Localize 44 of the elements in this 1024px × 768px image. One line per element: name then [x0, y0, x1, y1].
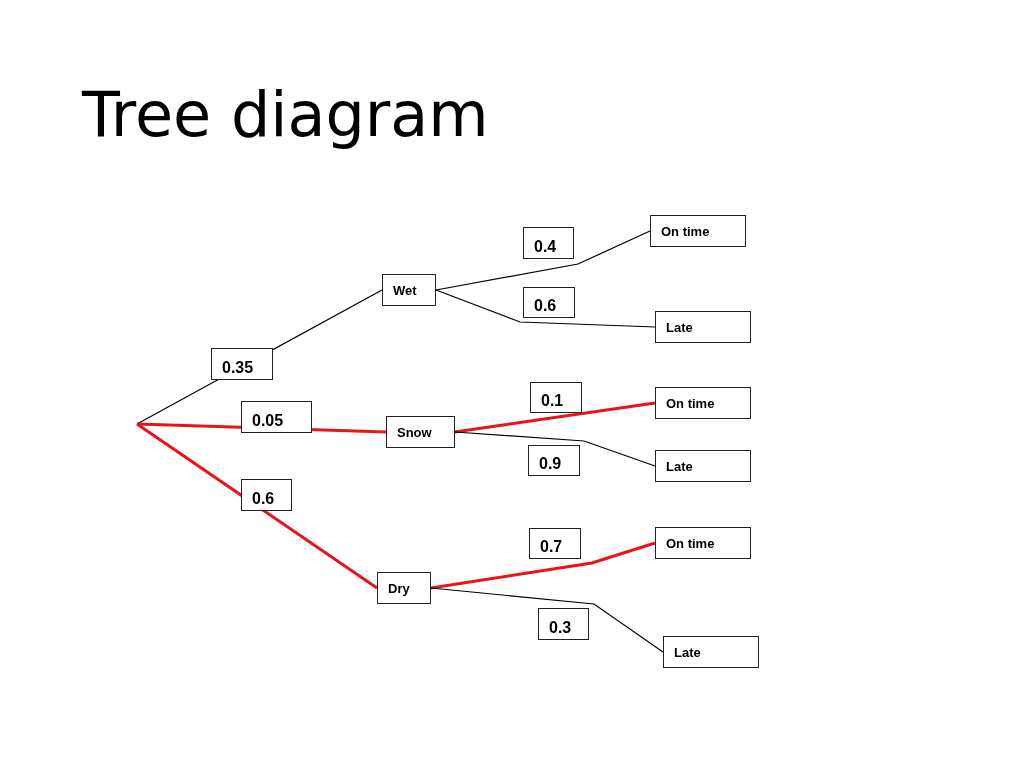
probability-box	[528, 445, 580, 476]
outcome-box	[650, 215, 746, 247]
outcome-label: Wet	[393, 283, 417, 298]
outcome-box	[655, 387, 751, 419]
outcome-label: Snow	[397, 425, 432, 440]
probability-value: 0.6	[252, 490, 275, 508]
branch-line	[454, 431, 656, 467]
probability-box	[538, 608, 589, 640]
outcome-box	[386, 416, 455, 448]
probability-box	[523, 227, 574, 259]
outcome-box	[655, 311, 751, 343]
title: Tree diagram	[82, 78, 489, 151]
probability-value: 0.05	[252, 412, 284, 430]
outcome-box	[663, 636, 759, 668]
probability-value: 0.7	[540, 538, 563, 556]
probability-box	[529, 528, 581, 559]
probability-value: 0.6	[534, 297, 557, 315]
probability-box	[530, 382, 582, 413]
probability-value: 0.9	[539, 455, 562, 473]
outcome-label: Late	[666, 459, 693, 474]
probability-value: 0.4	[534, 238, 557, 256]
probability-value: 0.3	[549, 619, 572, 637]
probability-value: 0.35	[222, 359, 254, 377]
outcome-label: Late	[666, 320, 693, 335]
probability-box	[211, 348, 273, 380]
probability-value: 0.1	[541, 392, 564, 410]
outcome-box	[655, 527, 751, 559]
highlighted-branch-line	[136, 422, 378, 590]
outcome-box	[655, 450, 751, 482]
probability-box	[523, 287, 575, 318]
outcome-label: Late	[674, 645, 701, 660]
branch-line	[435, 289, 656, 328]
outcome-box	[377, 572, 431, 604]
probability-box	[241, 401, 312, 433]
outcome-label: On time	[661, 224, 710, 239]
outcome-label: Dry	[388, 581, 410, 596]
outcome-label: On time	[666, 536, 715, 551]
probability-box	[241, 479, 292, 511]
branch-line	[430, 587, 664, 653]
highlighted-branch-line	[454, 401, 656, 434]
outcome-label: On time	[666, 396, 715, 411]
outcome-box	[382, 274, 436, 306]
highlighted-branch-line	[430, 541, 656, 590]
branch-line	[435, 230, 651, 291]
